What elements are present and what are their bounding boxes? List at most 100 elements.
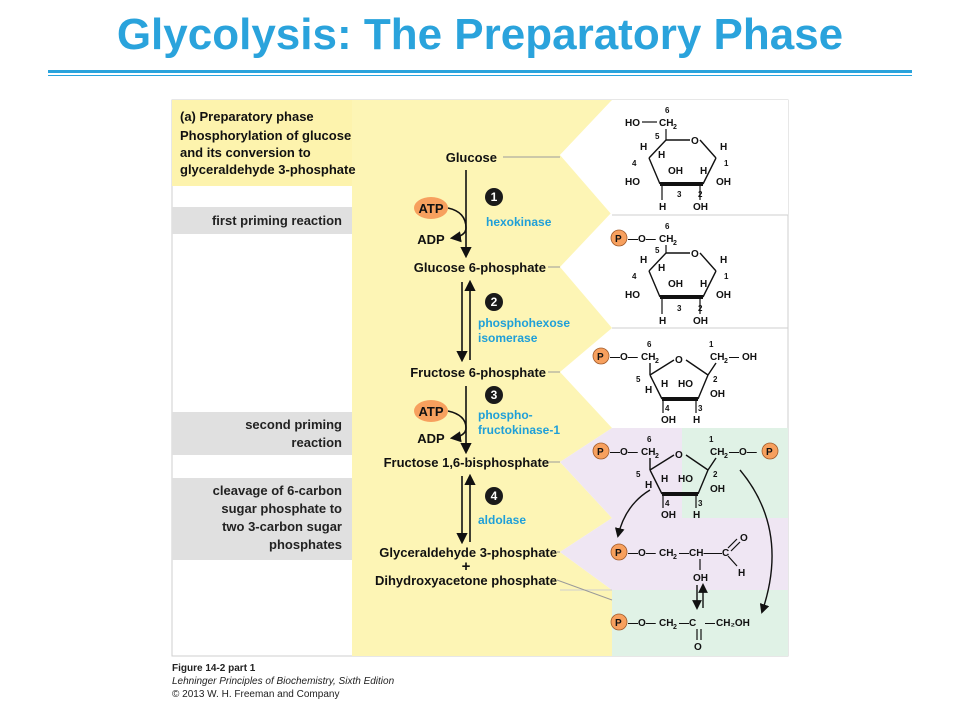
enzyme-aldolase: aldolase: [478, 513, 526, 527]
svg-text:5: 5: [655, 132, 660, 141]
step2-number: 2: [491, 295, 498, 309]
svg-text:O: O: [694, 642, 702, 653]
enzyme-pfk-2: fructokinase-1: [478, 423, 560, 437]
svg-text:O: O: [691, 249, 699, 260]
glucose-structure: HO CH2 6 5 O H 4 H OH H 1 H HO OH 3 2 H …: [625, 106, 731, 213]
svg-text:H: H: [700, 166, 707, 177]
second-priming-box: [172, 412, 352, 455]
enzyme-phi-2: isomerase: [478, 331, 538, 345]
f16bp-label: Fructose 1,6-bisphosphate: [384, 455, 549, 470]
atp-oval-2: [414, 400, 448, 422]
svg-text:—O—: —O—: [628, 234, 656, 245]
svg-text:OH: OH: [742, 352, 757, 363]
step2-badge: [485, 293, 503, 311]
phosphate-icon: [610, 229, 628, 247]
svg-text:1: 1: [724, 272, 729, 281]
step3-number: 3: [491, 388, 498, 402]
first-priming-label: first priming reaction: [212, 213, 342, 228]
svg-text:—O—: —O—: [628, 618, 656, 629]
svg-text:1: 1: [709, 435, 714, 444]
svg-text:OH: OH: [668, 166, 683, 177]
svg-text:4: 4: [632, 272, 637, 281]
svg-text:H: H: [640, 142, 647, 153]
svg-text:H: H: [700, 279, 707, 290]
atp-label-1: ATP: [418, 201, 443, 216]
svg-text:6: 6: [665, 106, 670, 115]
svg-text:4: 4: [632, 159, 637, 168]
title-underline-thin: [48, 75, 912, 76]
svg-text:HO: HO: [678, 379, 693, 390]
svg-text:2: 2: [724, 358, 728, 365]
header-line-3: and its conversion to: [180, 145, 311, 160]
svg-text:H: H: [645, 385, 652, 396]
svg-text:CH: CH: [641, 352, 655, 363]
svg-text:H: H: [661, 474, 668, 485]
svg-text:—C: —C: [679, 618, 696, 629]
svg-text:2: 2: [713, 470, 718, 479]
step1-badge: [485, 188, 503, 206]
svg-text:H: H: [720, 255, 727, 266]
step4-badge: [485, 487, 503, 505]
g6p-structure: P —O— CH2 6 5 O H 4 H OH H 1 H HO OH 3 2…: [610, 222, 731, 327]
svg-text:—C: —C: [712, 548, 729, 559]
svg-text:—: —: [705, 618, 715, 629]
svg-text:2: 2: [673, 124, 677, 131]
second-priming-label-1: second priming: [245, 417, 342, 432]
svg-text:CH: CH: [710, 447, 724, 458]
svg-text:6: 6: [665, 222, 670, 231]
isomerase-equilibrium: [692, 583, 708, 610]
step4-number: 4: [491, 489, 498, 503]
svg-text:H: H: [661, 379, 668, 390]
figure-caption: Figure 14-2 part 1 Lehninger Principles …: [172, 662, 394, 701]
svg-text:—O—: —O—: [628, 548, 656, 559]
phosphate-icon: [592, 347, 610, 365]
svg-text:OH: OH: [693, 316, 708, 327]
atp-oval-1: [414, 197, 448, 219]
svg-text:—O—: —O—: [610, 352, 638, 363]
header-line-4: glyceraldehyde 3-phosphate: [180, 162, 356, 177]
svg-text:H: H: [720, 142, 727, 153]
svg-text:OH: OH: [661, 415, 676, 426]
svg-text:CH: CH: [659, 548, 673, 559]
cleavage-label-3: two 3-carbon sugar: [222, 519, 342, 534]
header-line-2: Phosphorylation of glucose: [180, 128, 351, 143]
svg-text:CH₂OH: CH₂OH: [716, 618, 750, 629]
svg-text:2: 2: [655, 358, 659, 365]
svg-text:HO: HO: [678, 474, 693, 485]
svg-text:1: 1: [724, 159, 729, 168]
svg-text:O: O: [740, 533, 748, 544]
svg-text:5: 5: [636, 375, 641, 384]
caption-copyright: © 2013 W. H. Freeman and Company: [172, 689, 340, 700]
svg-text:H: H: [693, 510, 700, 521]
header-title: (a) Preparatory phase: [180, 109, 314, 124]
svg-text:OH: OH: [716, 177, 731, 188]
connector-lines: [503, 156, 613, 601]
svg-text:5: 5: [636, 470, 641, 479]
f6p-label: Fructose 6-phosphate: [410, 365, 546, 380]
svg-text:OH: OH: [710, 484, 725, 495]
svg-text:1: 1: [709, 340, 714, 349]
svg-text:OH: OH: [710, 389, 725, 400]
svg-text:H: H: [645, 480, 652, 491]
slide-title: Glycolysis: The Preparatory Phase: [116, 10, 844, 59]
phosphate-icon: [610, 543, 628, 561]
svg-text:O: O: [675, 450, 683, 461]
svg-text:CH: CH: [641, 447, 655, 458]
svg-text:CH: CH: [659, 234, 673, 245]
svg-text:3: 3: [698, 404, 703, 413]
svg-text:O: O: [675, 355, 683, 366]
cleavage-label-4: phosphates: [269, 537, 342, 552]
svg-text:P: P: [615, 234, 622, 245]
step3-adp-curve: [449, 427, 467, 443]
svg-text:5: 5: [655, 246, 660, 255]
svg-text:CH: CH: [710, 352, 724, 363]
svg-text:—O—: —O—: [729, 447, 757, 458]
svg-text:HO: HO: [625, 177, 640, 188]
header-box: [172, 100, 352, 186]
dhap-panel: [612, 590, 788, 656]
svg-text:CH: CH: [659, 118, 673, 129]
second-priming-label-2: reaction: [291, 435, 342, 450]
